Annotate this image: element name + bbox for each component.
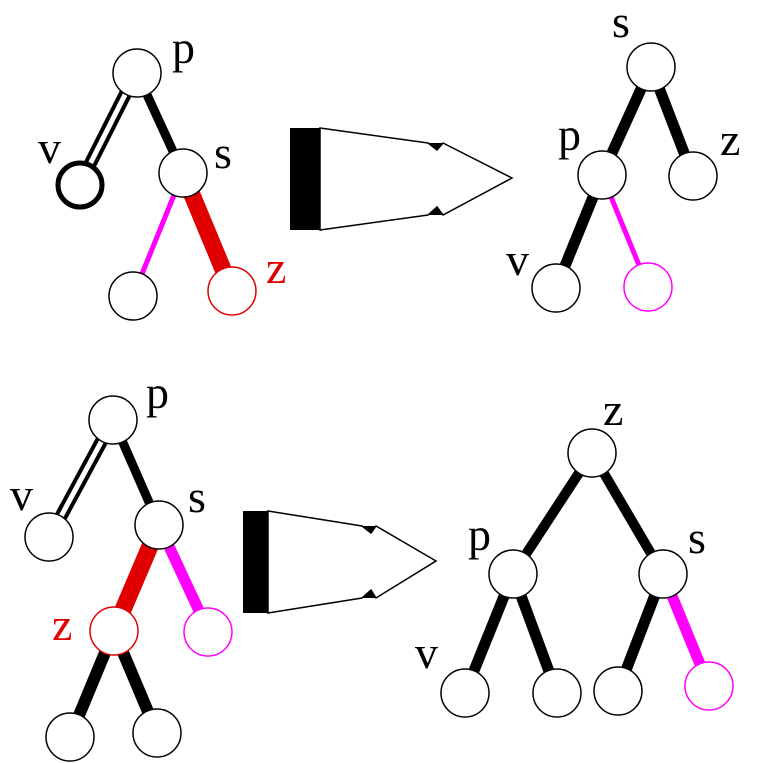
rotation-arrow-top <box>290 127 514 231</box>
arrow-tail-block <box>243 511 268 613</box>
label-v: v <box>415 627 438 678</box>
rotation-arrow-bottom <box>243 510 438 614</box>
node-v <box>531 263 581 313</box>
label-v: v <box>10 469 33 520</box>
label-s: s <box>214 127 232 178</box>
node-z-rightchild <box>132 708 182 758</box>
node-z <box>567 428 617 478</box>
node-v <box>55 160 105 210</box>
label-z: z <box>720 114 740 165</box>
arrow-notch-lower <box>362 590 376 598</box>
node-p <box>112 48 162 98</box>
arrow-tail-block <box>290 128 320 230</box>
node-v <box>440 668 490 718</box>
label-z: z <box>52 599 72 650</box>
bottom-before-tree: p v s z <box>10 367 233 762</box>
node-s-leftchild <box>108 271 158 321</box>
label-p: p <box>172 22 195 73</box>
arrow-body <box>319 127 514 231</box>
label-p: p <box>146 367 169 418</box>
node-z-leftchild <box>45 712 95 762</box>
node-z <box>668 151 718 201</box>
node-s <box>638 549 688 599</box>
bottom-after-tree: z p s v <box>415 384 734 718</box>
label-z: z <box>603 384 623 435</box>
label-s: s <box>188 471 206 522</box>
label-p: p <box>558 109 581 160</box>
node-s-leftchild <box>593 666 643 716</box>
top-after-tree: s p z v <box>506 0 740 313</box>
node-p <box>88 395 138 445</box>
arrow-body <box>267 510 438 614</box>
node-p-rightchild <box>532 668 582 718</box>
arrow-notch-lower <box>428 207 443 215</box>
node-s <box>134 500 184 550</box>
node-p <box>577 150 627 200</box>
node-p <box>488 549 538 599</box>
node-s-rightchild <box>684 661 734 711</box>
node-z <box>89 606 139 656</box>
label-s: s <box>688 512 706 563</box>
label-s: s <box>612 0 630 47</box>
top-before-tree: p v s z <box>38 22 286 321</box>
label-p: p <box>468 509 491 560</box>
arrow-notch-upper <box>362 526 376 533</box>
node-p-rightchild <box>623 262 673 312</box>
label-v: v <box>506 234 529 285</box>
label-v: v <box>38 122 61 173</box>
arrow-notch-upper <box>428 143 443 150</box>
node-s-rightchild <box>183 607 233 657</box>
node-s <box>158 148 208 198</box>
node-z <box>207 266 257 316</box>
node-v <box>24 512 74 562</box>
label-z: z <box>266 242 286 293</box>
node-s <box>626 42 676 92</box>
